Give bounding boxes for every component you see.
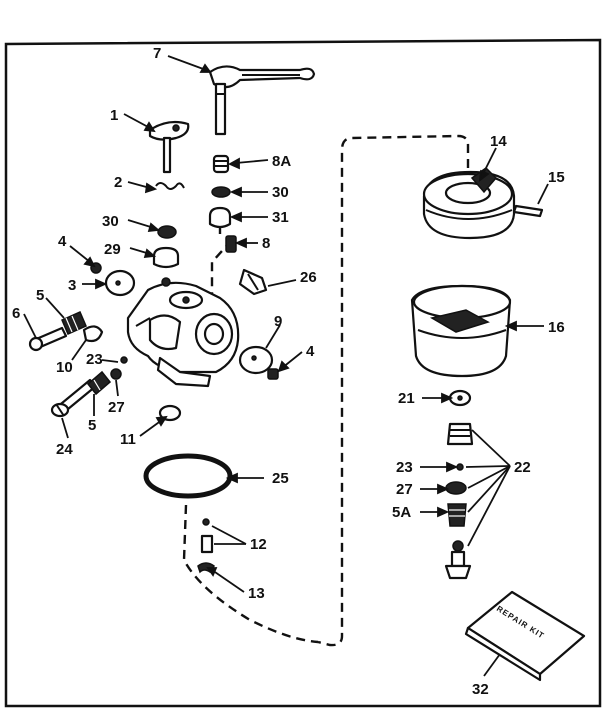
label-5-upper: 5 xyxy=(36,287,44,304)
part-26-screw xyxy=(238,268,268,296)
label-29: 29 xyxy=(104,241,121,258)
label-7: 7 xyxy=(153,45,161,62)
label-31: 31 xyxy=(272,209,289,226)
label-27-right: 27 xyxy=(396,481,413,498)
label-21: 21 xyxy=(398,390,415,407)
part-23-ring-left xyxy=(120,356,128,364)
part-27-seal-left xyxy=(110,368,122,380)
part-27-seal-right xyxy=(445,481,467,495)
part-22-needle xyxy=(444,540,472,580)
part-1-choke-lever xyxy=(148,120,190,174)
label-4-right: 4 xyxy=(306,343,315,360)
label-22: 22 xyxy=(514,459,531,476)
page-border xyxy=(4,38,602,708)
part-30-seal-upper xyxy=(211,186,231,198)
label-4-left: 4 xyxy=(58,233,67,250)
part-12-ball xyxy=(202,518,210,526)
label-32: 32 xyxy=(472,681,489,698)
part-32-repair-kit: REPAIR KIT xyxy=(464,590,586,682)
label-2: 2 xyxy=(114,174,122,191)
part-5-spring-upper xyxy=(61,311,87,335)
dashed-guide-right xyxy=(317,134,470,647)
label-8A: 8A xyxy=(272,153,291,170)
label-30-left: 30 xyxy=(102,213,119,230)
part-3-shutter xyxy=(104,269,136,297)
part-10-seal xyxy=(82,325,104,343)
part-6-screw xyxy=(28,326,68,352)
label-25: 25 xyxy=(272,470,289,487)
label-14: 14 xyxy=(490,133,507,150)
label-30-right: 30 xyxy=(272,184,289,201)
label-8: 8 xyxy=(262,235,270,252)
part-2-spring xyxy=(155,182,185,190)
label-3: 3 xyxy=(68,277,76,294)
part-9-cover xyxy=(238,345,274,375)
label-15: 15 xyxy=(548,169,565,186)
label-11: 11 xyxy=(120,431,136,448)
label-12: 12 xyxy=(250,536,267,553)
label-6: 6 xyxy=(12,305,20,322)
dashed-guide-lower xyxy=(182,504,319,644)
label-26: 26 xyxy=(300,269,317,286)
part-15-float-pin xyxy=(512,204,544,218)
part-5-spring-lower xyxy=(86,370,112,396)
label-13: 13 xyxy=(248,585,265,602)
leader-lines xyxy=(23,55,549,677)
label-27-left: 27 xyxy=(108,399,125,416)
part-30-seal-left xyxy=(157,225,177,239)
label-16: 16 xyxy=(548,319,565,336)
part-31-cap xyxy=(208,206,232,229)
label-23-left: 23 xyxy=(86,351,103,368)
part-4-screw-right xyxy=(267,368,279,380)
part-25-bowl-gasket xyxy=(143,453,233,499)
part-24-needle xyxy=(50,378,98,418)
part-5A-spring xyxy=(447,503,467,527)
part-16-float-bowl xyxy=(410,284,512,378)
label-24: 24 xyxy=(56,441,73,458)
label-10: 10 xyxy=(56,359,73,376)
part-12-pin xyxy=(200,534,214,554)
label-1: 1 xyxy=(110,107,118,124)
label-23-right: 23 xyxy=(396,459,413,476)
label-5A: 5A xyxy=(392,504,411,521)
label-5-lower: 5 xyxy=(88,417,96,434)
part-8A-spring xyxy=(212,154,230,174)
part-14-float xyxy=(422,167,516,240)
part-29-bushing xyxy=(152,246,180,269)
label-9: 9 xyxy=(274,313,282,330)
part-7-throttle-shaft xyxy=(208,65,316,136)
part-8-screw xyxy=(225,235,237,253)
part-carburetor-body xyxy=(126,277,240,388)
part-22-bowl-nut xyxy=(446,422,474,446)
